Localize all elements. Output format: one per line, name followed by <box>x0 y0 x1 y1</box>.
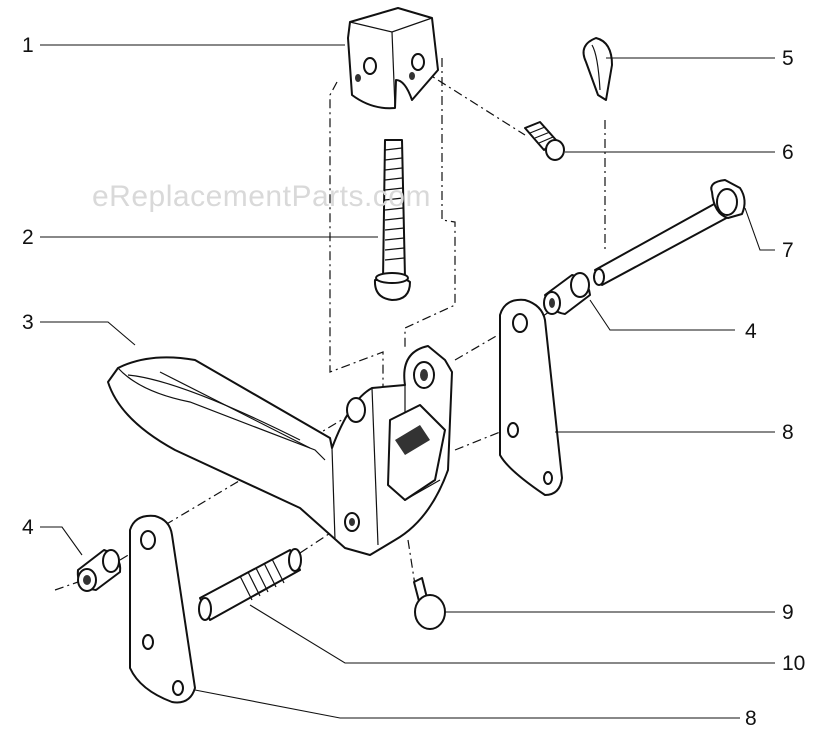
callout-1: 1 <box>22 34 34 57</box>
part-8-plate-right <box>499 298 563 496</box>
callout-2: 2 <box>22 226 34 249</box>
part-1-block <box>347 7 439 110</box>
part-3-pedal-bracket <box>107 345 453 556</box>
callout-5: 5 <box>782 47 794 70</box>
part-6-grease-fitting <box>524 121 565 161</box>
part-2-bolt <box>373 139 411 301</box>
part-4-bushing-lower <box>76 549 122 592</box>
part-8-plate-left <box>129 514 196 704</box>
callout-9: 9 <box>782 601 794 624</box>
callout-7: 7 <box>782 239 794 262</box>
part-5-cotter-pin <box>582 37 613 101</box>
part-7-clevis-pin <box>593 179 746 286</box>
callout-3: 3 <box>22 311 34 334</box>
part-10-stud <box>198 548 302 621</box>
watermark: eReplacementParts.com <box>92 180 431 213</box>
part-9-screw <box>413 577 446 630</box>
callout-8-lower: 8 <box>745 707 757 730</box>
part-4-bushing-upper <box>543 272 591 315</box>
callout-4-lower: 4 <box>22 516 34 539</box>
callout-10: 10 <box>782 652 806 675</box>
callout-8-right: 8 <box>782 421 794 444</box>
callout-4-upper: 4 <box>745 320 757 343</box>
leader-lines <box>40 44 775 719</box>
callout-6: 6 <box>782 141 794 164</box>
